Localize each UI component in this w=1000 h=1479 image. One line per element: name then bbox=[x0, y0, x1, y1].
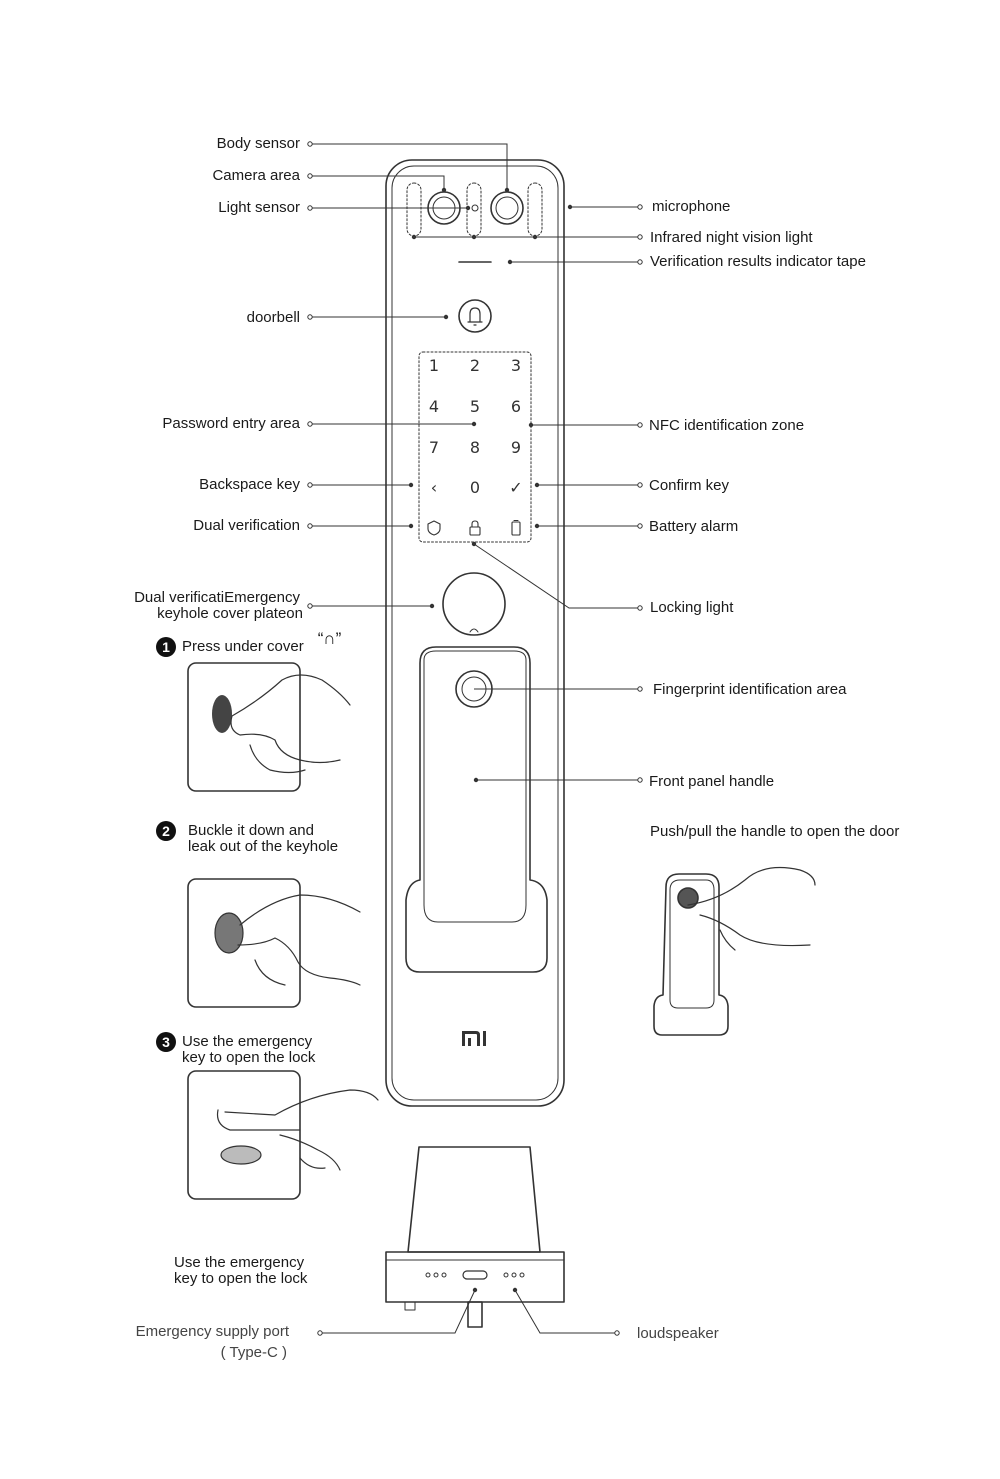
type-c-port bbox=[463, 1271, 487, 1279]
key-8: 8 bbox=[470, 438, 480, 457]
inner-cylinder bbox=[408, 1147, 540, 1252]
leader-supply-port bbox=[320, 1290, 475, 1333]
key-6: 6 bbox=[511, 397, 521, 416]
key-4: 4 bbox=[429, 397, 439, 416]
key-2: 2 bbox=[470, 356, 480, 375]
label-light-sensor: Light sensor bbox=[218, 200, 300, 216]
step-number-1: 1 bbox=[156, 637, 176, 657]
label-dual-verification: Dual verification bbox=[193, 518, 300, 534]
label-camera-area: Camera area bbox=[212, 168, 300, 184]
label-body-sensor: Body sensor bbox=[217, 136, 300, 152]
label-emergency-line1: Use the emergency bbox=[174, 1255, 304, 1271]
label-loudspeaker: loudspeaker bbox=[637, 1326, 719, 1342]
ir-light-right bbox=[528, 183, 542, 236]
mi-logo-icon bbox=[462, 1031, 486, 1046]
lock-icon bbox=[470, 527, 480, 535]
step-3: 3 Use the emergency key to open the lock bbox=[156, 1034, 315, 1066]
key-1: 1 bbox=[429, 356, 439, 375]
label-infrared-light: Infrared night vision light bbox=[650, 230, 813, 246]
step-1-symbol: “∩” bbox=[318, 631, 342, 647]
step-3-line1: Use the emergency bbox=[182, 1034, 315, 1050]
step-2-line1: Buckle it down and bbox=[188, 823, 338, 839]
label-locking-light: Locking light bbox=[650, 600, 733, 616]
doorbell-button bbox=[459, 300, 491, 332]
label-verification-tape: Verification results indicator tape bbox=[650, 254, 866, 270]
keyhole-cover bbox=[443, 573, 505, 635]
label-supply-port-type: ( Type-C ) bbox=[221, 1345, 287, 1361]
step-1: 1 Press under cover “∩” bbox=[156, 639, 341, 657]
label-emergency-line2: key to open the lock bbox=[174, 1271, 307, 1287]
key-backspace: ‹ bbox=[431, 478, 437, 497]
key-0: 0 bbox=[470, 478, 480, 497]
step3-illustration bbox=[188, 1071, 300, 1199]
label-backspace-key: Backspace key bbox=[199, 477, 300, 493]
key-3: 3 bbox=[511, 356, 521, 375]
ir-light-left bbox=[407, 183, 421, 236]
key-confirm: ✓ bbox=[509, 478, 522, 497]
step-1-text: Press under cover bbox=[182, 639, 304, 655]
label-confirm-key: Confirm key bbox=[649, 478, 729, 494]
label-front-panel-handle: Front panel handle bbox=[649, 774, 774, 790]
key-5: 5 bbox=[470, 397, 480, 416]
leader-camera bbox=[310, 176, 444, 190]
label-keyhole-cover-2: keyhole cover plateon bbox=[157, 606, 303, 622]
label-push-pull: Push/pull the handle to open the door bbox=[650, 824, 899, 840]
label-battery-alarm: Battery alarm bbox=[649, 519, 738, 535]
label-supply-port: Emergency supply port bbox=[136, 1324, 289, 1340]
step-number-2: 2 bbox=[156, 821, 176, 841]
light-sensor-dot bbox=[472, 205, 478, 211]
key-7: 7 bbox=[429, 438, 439, 457]
key-9: 9 bbox=[511, 438, 521, 457]
step-number-3: 3 bbox=[156, 1032, 176, 1052]
lock-body bbox=[386, 160, 564, 1106]
label-password-entry: Password entry area bbox=[162, 416, 300, 432]
label-microphone: microphone bbox=[652, 199, 730, 215]
shield-icon bbox=[428, 521, 440, 535]
step-2-line2: leak out of the keyhole bbox=[188, 839, 338, 855]
battery-icon bbox=[512, 522, 520, 535]
step-2: 2 Buckle it down and leak out of the key… bbox=[156, 823, 338, 855]
label-keyhole-cover-1: Dual verificatiEmergency bbox=[134, 590, 300, 606]
label-doorbell: doorbell bbox=[247, 310, 300, 326]
step-3-line2: key to open the lock bbox=[182, 1050, 315, 1066]
leader-loudspeaker bbox=[515, 1290, 617, 1333]
keypad-keys: 1 2 3 4 5 6 7 8 9 ‹ 0 ✓ bbox=[429, 356, 523, 497]
leader-locking bbox=[474, 544, 640, 608]
label-fingerprint-area: Fingerprint identification area bbox=[653, 682, 846, 698]
label-nfc-zone: NFC identification zone bbox=[649, 418, 804, 434]
